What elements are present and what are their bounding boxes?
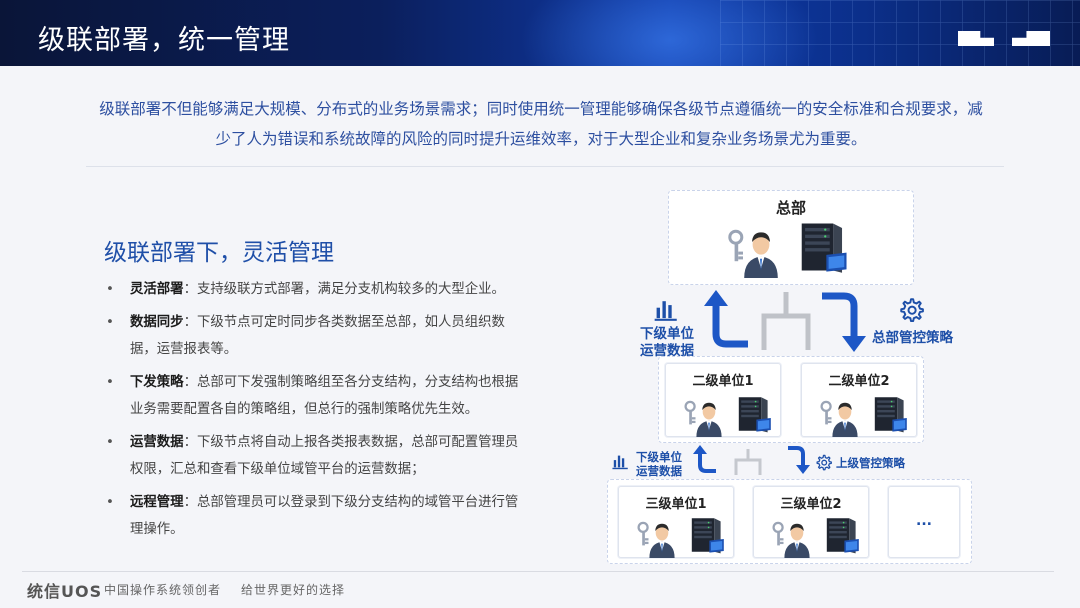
section-title: 级联部署下，灵活管理 xyxy=(104,233,334,267)
upload-arrow-icon xyxy=(702,288,756,354)
download-arrow-icon xyxy=(784,444,814,476)
hq-label: 总部 xyxy=(669,197,913,218)
bullet-dot: • xyxy=(106,429,114,456)
upload-arrow-icon xyxy=(692,444,722,476)
header-banner: 级联部署，统一管理 xyxy=(0,0,1080,66)
feature-desc: ：支持级联方式部署，满足分支机构较多的大型企业。 xyxy=(184,282,505,297)
page-title: 级联部署，统一管理 xyxy=(38,18,290,57)
list-item: • 远程管理：总部管理员可以登录到下级分支结构的域管平台进行管理操作。 xyxy=(104,489,520,543)
feature-list: •灵活部署：支持级联方式部署，满足分支机构较多的大型企业。 •数据同步：下级节点… xyxy=(104,276,520,549)
bullet-dot: • xyxy=(106,276,114,303)
download-arrow-icon xyxy=(814,288,868,354)
more-label: ... xyxy=(889,513,959,529)
footer-divider xyxy=(22,571,1054,572)
list-item: • 灵活部署：支持级联方式部署，满足分支机构较多的大型企业。 xyxy=(104,276,520,303)
level2-label: 二级单位1 xyxy=(666,370,780,389)
list-item: • 数据同步：下级节点可定时同步各类数据至总部，如人员组织数据，运营报表等。 xyxy=(104,309,520,363)
intro-paragraph: 级联部署不但能够满足大规模、分布式的业务场景需求；同时使用统一管理能够确保各级节… xyxy=(96,94,986,154)
tree-connector-icon xyxy=(733,448,763,476)
gear-icon xyxy=(815,454,832,471)
level2-node: 二级单位1 xyxy=(665,363,781,437)
feature-term: 下发策略 xyxy=(130,375,184,390)
list-item: • 运营数据：下级节点将自动上报各类报表数据，总部可配置管理员权限，汇总和查看下级… xyxy=(104,429,520,483)
level3-container: 三级单位1 三级单位2 ... xyxy=(607,479,972,564)
upload-label-level1: 下级单位 运营数据 xyxy=(640,326,694,360)
level3-node: 三级单位2 xyxy=(753,486,869,558)
bar-chart-icon xyxy=(612,452,630,470)
feature-desc: ：总部管理员可以登录到下级分支结构的域管平台进行管理操作。 xyxy=(130,495,518,537)
level3-label: 三级单位2 xyxy=(754,493,868,512)
section-divider xyxy=(86,166,1004,167)
admin-icon xyxy=(725,218,797,278)
server-icon xyxy=(870,394,910,434)
server-icon xyxy=(734,394,774,434)
level3-label: 三级单位1 xyxy=(619,493,733,512)
list-item: • 下发策略：总部可下发强制策略组至各分支结构，分支结构也根据业务需要配置各自的策… xyxy=(104,369,520,423)
feature-term: 灵活部署 xyxy=(130,282,184,297)
level3-more-node: ... xyxy=(888,486,960,558)
admin-icon xyxy=(770,513,824,558)
level3-node: 三级单位1 xyxy=(618,486,734,558)
hq-node: 总部 xyxy=(668,190,914,285)
feature-term: 数据同步 xyxy=(130,315,184,330)
gear-icon xyxy=(898,297,924,323)
server-icon xyxy=(822,515,862,555)
feature-desc: ：下级节点将自动上报各类报表数据，总部可配置管理员权限，汇总和查看下级单位域管平… xyxy=(130,435,518,477)
feature-term: 远程管理 xyxy=(130,495,184,510)
server-icon xyxy=(687,515,727,555)
bar-chart-icon xyxy=(654,296,680,322)
header-grid-pattern xyxy=(720,0,1080,66)
level2-container: 二级单位1 二级单位2 xyxy=(658,356,924,443)
policy-label-level2: 上级管控策略 xyxy=(836,456,905,470)
upload-label-level2: 下级单位 运营数据 xyxy=(636,450,682,478)
level2-node: 二级单位2 xyxy=(801,363,917,437)
feature-term: 运营数据 xyxy=(130,435,184,450)
feature-desc: ：总部可下发强制策略组至各分支结构，分支结构也根据业务需要配置各自的策略组，但总… xyxy=(130,375,518,417)
policy-label-level1: 总部管控策略 xyxy=(872,330,953,347)
footer-slogan: 中国操作系统领创者 给世界更好的选择 xyxy=(104,581,365,598)
admin-icon xyxy=(682,392,736,437)
server-icon xyxy=(795,219,851,275)
level2-label: 二级单位2 xyxy=(802,370,916,389)
tree-connector-icon xyxy=(758,290,814,352)
slogan-part-1: 中国操作系统领创者 xyxy=(104,583,221,597)
bullet-dot: • xyxy=(106,369,114,396)
admin-icon xyxy=(635,513,689,558)
brand-logo: 统信UOS xyxy=(27,578,102,602)
bullet-dot: • xyxy=(106,309,114,336)
slogan-part-2: 给世界更好的选择 xyxy=(241,583,345,597)
admin-icon xyxy=(818,392,872,437)
feature-desc: ：下级节点可定时同步各类数据至总部，如人员组织数据，运营报表等。 xyxy=(130,315,505,357)
bullet-dot: • xyxy=(106,489,114,516)
